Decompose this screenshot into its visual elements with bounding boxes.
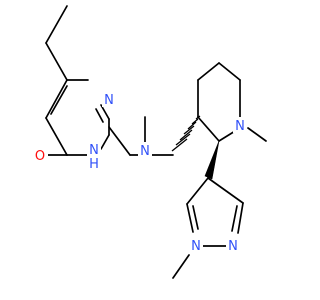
atom-label-h: H bbox=[89, 157, 99, 172]
bond-pz-n2-c3-inner bbox=[231, 205, 238, 232]
bond-pz-n2-c3 bbox=[237, 202, 244, 234]
bond-pz-c5-n1 bbox=[186, 203, 194, 233]
atom-label: N bbox=[104, 93, 114, 108]
atom-label: N bbox=[235, 119, 245, 134]
atom-n-amine: N bbox=[138, 142, 152, 159]
amine-linker bbox=[108, 116, 174, 156]
bond-c2-n1 bbox=[100, 104, 110, 120]
atom-o-carbonyl: O bbox=[34, 147, 48, 164]
hashed-wedge-bond bbox=[171, 115, 201, 152]
atom-label: O bbox=[35, 149, 45, 164]
piperidine-ring bbox=[197, 62, 267, 142]
bond-pz-c5-n1-inner bbox=[192, 205, 199, 230]
molecule-structure: N N H O N N N N bbox=[34, 5, 267, 279]
bond-pip-c5-c6 bbox=[218, 62, 241, 81]
bond-c6-c5 bbox=[45, 79, 68, 119]
atom-n-piperidine: N bbox=[233, 117, 247, 134]
bond-c2-n1-inner bbox=[95, 108, 104, 123]
bond-c6-c5-inner bbox=[50, 85, 68, 115]
bond-pz-n-methyl bbox=[172, 254, 190, 279]
atom-label: N bbox=[140, 144, 150, 159]
bond-pz-c4-c5 bbox=[186, 177, 209, 205]
bond-pip-c2-c3 bbox=[197, 116, 220, 142]
ethyl-group bbox=[45, 5, 68, 81]
atom-label: N bbox=[191, 239, 201, 254]
pyrazole-ring bbox=[172, 177, 244, 279]
bond-ch2-ch3 bbox=[45, 5, 68, 44]
bond-c5-c4 bbox=[45, 117, 68, 156]
bond-pip-c4-c5 bbox=[197, 62, 220, 81]
atom-label: N bbox=[228, 239, 238, 254]
bond-pz-c3-c4 bbox=[207, 177, 244, 204]
atom-n-pyrazole-left: N bbox=[189, 237, 203, 254]
bond-c6-ch2 bbox=[45, 42, 68, 81]
pyrimidinone-ring bbox=[45, 79, 110, 156]
atom-n-pyrimidine-nh: N H bbox=[87, 140, 101, 172]
atom-label: N bbox=[89, 143, 99, 158]
bond-n3-c2 bbox=[100, 134, 110, 150]
bond-pip-n-methyl bbox=[247, 127, 267, 142]
solid-wedge-bond bbox=[204, 140, 220, 180]
atom-n-pyrazole-right: N bbox=[226, 237, 240, 254]
atom-n-pyrimidine-top: N bbox=[102, 91, 116, 108]
bond-c2-ch2 bbox=[108, 126, 131, 156]
